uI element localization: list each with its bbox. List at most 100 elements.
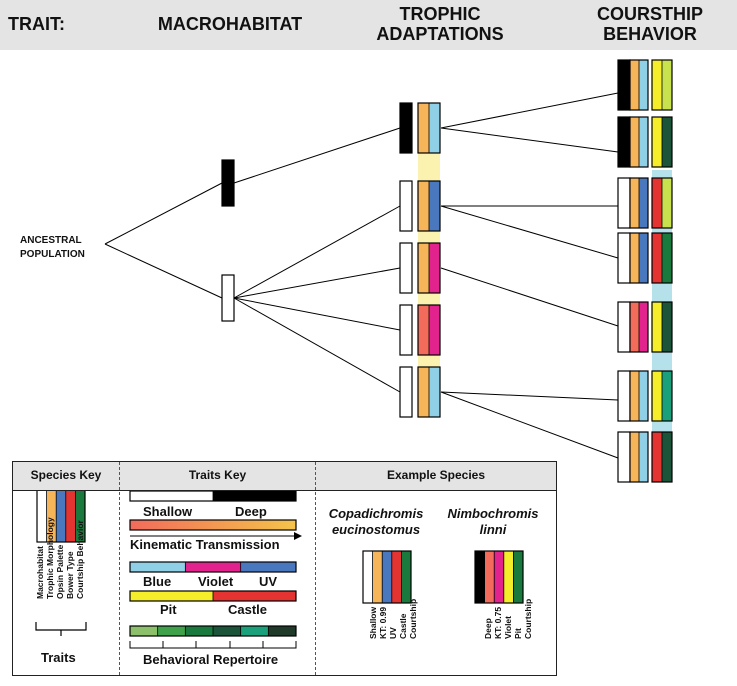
courtship-habitat-cell-2 bbox=[617, 116, 631, 168]
courtship-behavior-strip-1-segment bbox=[662, 60, 672, 110]
behavioral-bar-segment bbox=[130, 626, 158, 636]
species-key-title: Species Key bbox=[30, 468, 102, 482]
courtship-habitat-cell-5 bbox=[617, 301, 631, 353]
behavioral-bar-segment bbox=[240, 626, 269, 636]
example-2-strip-segment bbox=[513, 551, 523, 603]
courtship-trophic-strip-6-segment bbox=[630, 371, 639, 421]
opsin-bar-outline bbox=[129, 561, 297, 573]
courtship-trophic-strip-2-outline bbox=[629, 116, 649, 168]
trophic-strip-5-outline bbox=[417, 366, 441, 418]
example-1-trait-4: Castle bbox=[398, 613, 408, 639]
courtship-behavior-strip-5-segment bbox=[662, 302, 672, 352]
behavioral-bar-segment bbox=[157, 626, 186, 636]
courtship-trophic-strip-3-outline bbox=[629, 177, 649, 229]
courtship-trophic-strip-2-segment bbox=[639, 117, 648, 167]
behavioral-label: Behavioral Repertoire bbox=[143, 652, 279, 667]
behavioral-bar-segment bbox=[213, 626, 241, 636]
trophic-habitat-cell-5 bbox=[399, 366, 413, 418]
courtship-trophic-strip-4-outline bbox=[629, 232, 649, 284]
courtship-trophic-strip-5-outline bbox=[629, 301, 649, 353]
ancestral-label-line2: POPULATION bbox=[20, 249, 85, 260]
courtship-behavior-strip-2-outline bbox=[651, 116, 673, 168]
courtship-habitat-cell-3 bbox=[617, 177, 631, 229]
opsin-bar-segment bbox=[240, 562, 296, 572]
courtship-trophic-strip-5-segment bbox=[639, 302, 648, 352]
blue-label: Blue bbox=[143, 574, 172, 589]
macrohabitat-shallow-node bbox=[221, 274, 235, 322]
trophic-strip-2-segment bbox=[418, 181, 429, 231]
example-2-trait-4: Pit bbox=[513, 628, 523, 639]
trophic-strip-1-outline bbox=[417, 102, 441, 154]
trophic-strip-3-segment bbox=[429, 243, 440, 293]
shallow-deep-bar-outline bbox=[129, 490, 297, 502]
trophic-habitat-cell-4 bbox=[399, 304, 413, 356]
trophic-strip-5-segment bbox=[418, 367, 429, 417]
trophic-strip-4-segment bbox=[429, 305, 440, 355]
legend-box: Species Key Traits Key Example Species M… bbox=[12, 461, 557, 676]
courtship-behavior-strip-3-outline bbox=[651, 177, 673, 229]
example-2-trait-2: KT: 0.75 bbox=[493, 606, 503, 639]
example-1-trait-5: Courtship bbox=[408, 598, 418, 639]
courtship-behavior-strip-1-segment bbox=[652, 60, 662, 110]
example-2-strip-segment bbox=[494, 551, 504, 603]
uv-label: UV bbox=[259, 574, 278, 589]
header-bar: TRAIT: MACROHABITAT TROPHIC ADAPTATIONS … bbox=[0, 0, 737, 50]
trophic-strip-3-segment bbox=[418, 243, 429, 293]
example-1-species: eucinostomus bbox=[331, 522, 421, 537]
example-2-strip-segment bbox=[503, 551, 514, 603]
courtship-behavior-strip-4-segment bbox=[662, 233, 672, 283]
shallow-label: Shallow bbox=[143, 504, 193, 519]
species-key-strip-segment bbox=[75, 490, 85, 542]
courtship-behavior-strip-3-segment bbox=[662, 178, 672, 228]
example-1-strip-outline bbox=[362, 550, 412, 604]
courtship-trophic-strip-3-segment bbox=[630, 178, 639, 228]
branch-deep-trophic bbox=[233, 127, 401, 184]
branch-ancestral-shallow bbox=[104, 243, 223, 299]
example-1-strip-segment bbox=[363, 551, 373, 603]
opsin-bar-segment bbox=[130, 562, 186, 572]
trophic-heading-line1: TROPHIC bbox=[399, 4, 481, 24]
courtship-trophic-strip-7-outline bbox=[629, 431, 649, 483]
legend-divider-1 bbox=[119, 462, 120, 675]
courtship-heading-line1: COURSTHIP bbox=[596, 4, 703, 24]
courtship-trophic-strip-7-segment bbox=[639, 432, 648, 482]
example-2-strip-segment bbox=[484, 551, 495, 603]
legend-header: Species Key Traits Key Example Species bbox=[13, 462, 556, 491]
branch-t1-c1 bbox=[440, 92, 619, 129]
courtship-trophic-strip-4-segment bbox=[630, 233, 639, 283]
behavioral-bar-segment bbox=[185, 626, 213, 636]
example-2-genus: Nimbochromis bbox=[447, 506, 539, 521]
species-trait-label-4: Bower Type bbox=[65, 551, 75, 599]
example-species-title: Example Species bbox=[386, 468, 486, 482]
courtship-habitat-cell-1 bbox=[617, 59, 631, 111]
courtship-trophic-strip-1-segment bbox=[630, 60, 639, 110]
species-key-strip-segment bbox=[37, 490, 47, 542]
example-1-strip-segment bbox=[391, 551, 402, 603]
courtship-trophic-strip-2-segment bbox=[630, 117, 639, 167]
courtship-behavior-strip-1-outline bbox=[651, 59, 673, 111]
trophic-habitat-cell-1 bbox=[399, 102, 413, 154]
behavioral-bar-segment bbox=[268, 626, 296, 636]
traits-label: Traits bbox=[41, 650, 76, 665]
example-2-species: linni bbox=[479, 522, 507, 537]
trophic-strip-2-segment bbox=[429, 181, 440, 231]
bower-bar-segment bbox=[130, 591, 213, 601]
branch-t5-c6 bbox=[440, 391, 619, 401]
trophic-strip-1-segment bbox=[418, 103, 429, 153]
kinematic-arrow-head bbox=[294, 532, 302, 540]
courtship-behavior-strip-3-segment bbox=[652, 178, 662, 228]
deep-label: Deep bbox=[235, 504, 267, 519]
trophic-strip-2-outline bbox=[417, 180, 441, 232]
example-1-trait-1: Shallow bbox=[368, 606, 378, 639]
species-key-strip-segment bbox=[65, 490, 76, 542]
courtship-trophic-strip-6-outline bbox=[629, 370, 649, 422]
traits-key-title: Traits Key bbox=[188, 468, 247, 482]
branch-t5-c7 bbox=[440, 391, 619, 459]
trophic-heading-line2: ADAPTATIONS bbox=[376, 24, 504, 44]
courtship-behavior-strip-6-segment bbox=[662, 371, 672, 421]
example-2-strip-outline bbox=[474, 550, 524, 604]
violet-label: Violet bbox=[198, 574, 234, 589]
species-trait-label-3: Opsin Palette bbox=[55, 544, 65, 599]
branch-t1-c2 bbox=[440, 127, 619, 153]
